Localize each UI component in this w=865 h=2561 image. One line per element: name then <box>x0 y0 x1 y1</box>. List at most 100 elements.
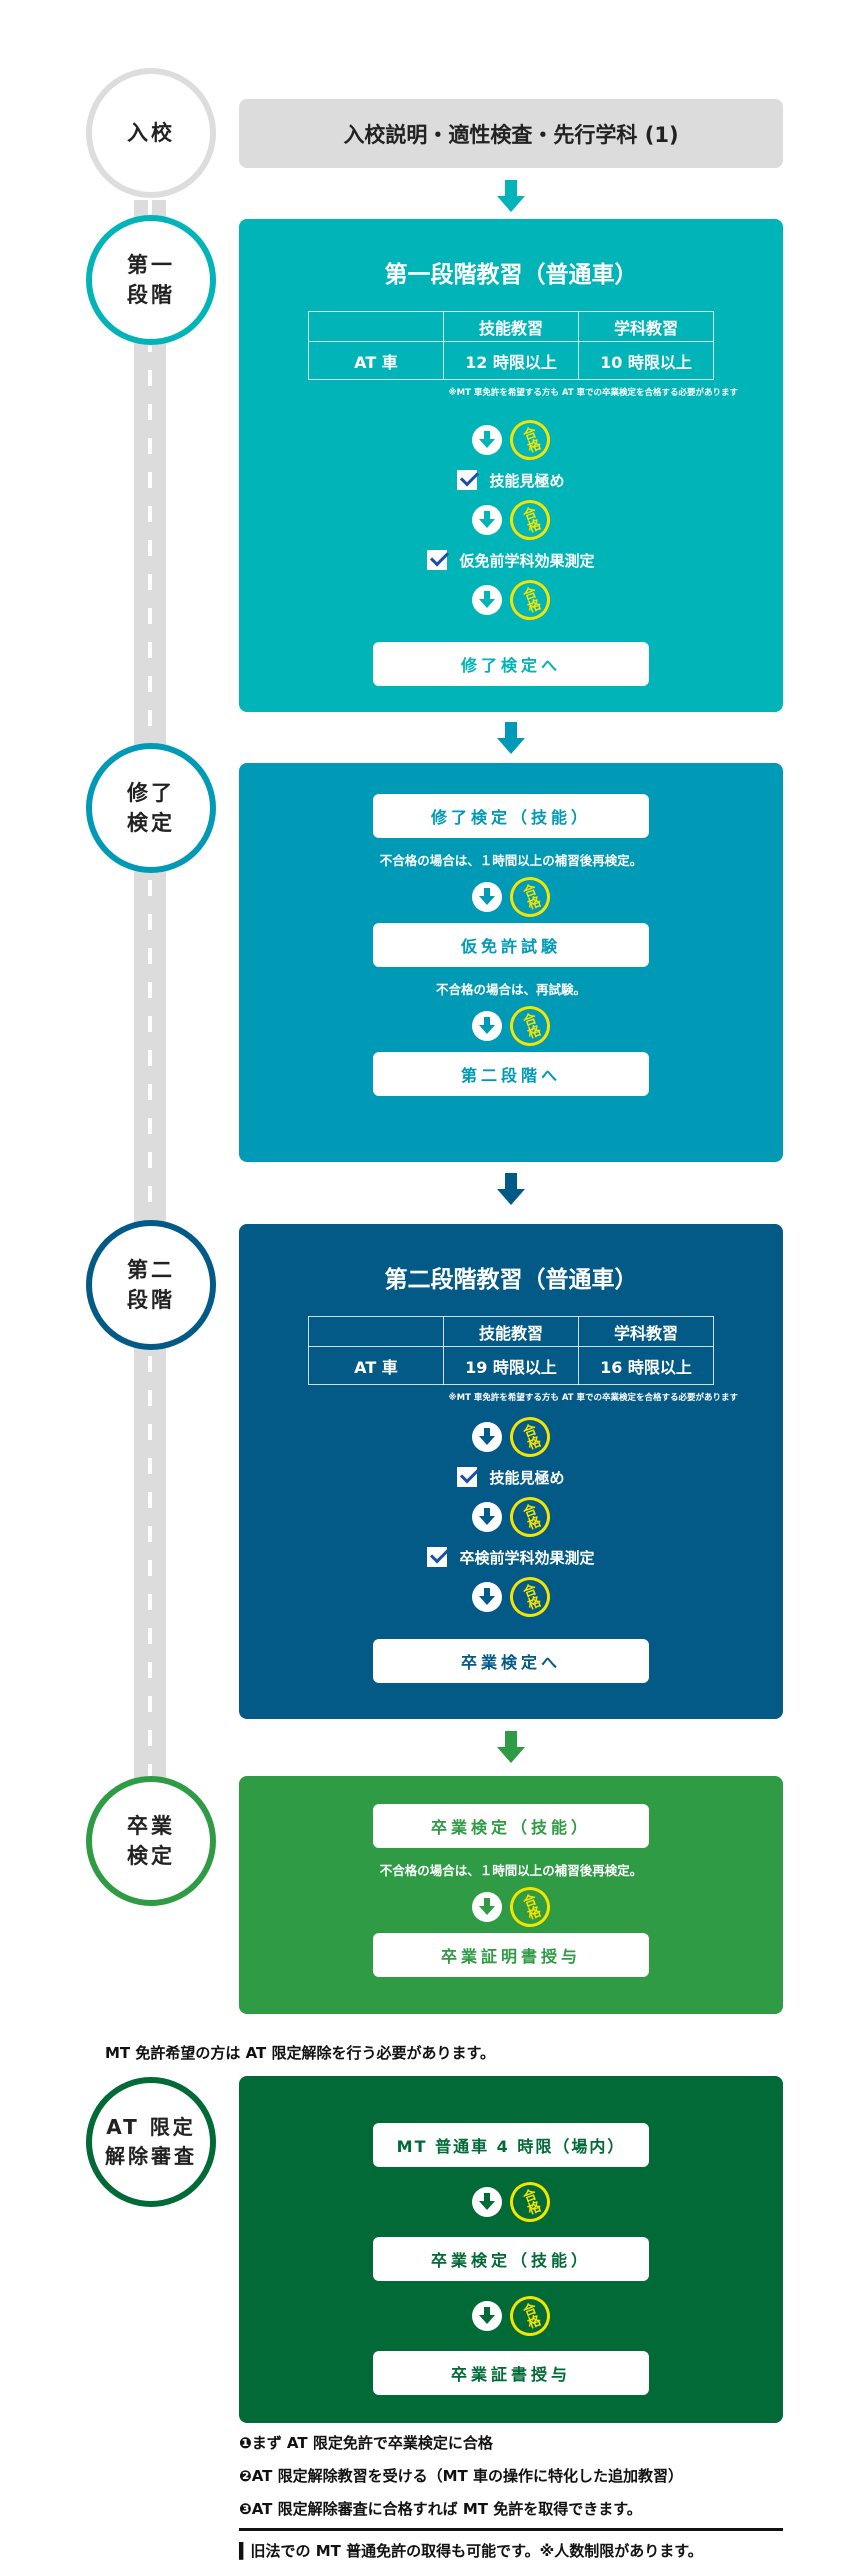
pass-step: 合格 <box>472 1571 556 1623</box>
down-arrow-icon <box>472 505 502 535</box>
pass-stamp-icon: 合格 <box>504 1571 556 1623</box>
pass-step: 合格 <box>472 2176 556 2228</box>
pass-step: 合格 <box>472 2290 556 2342</box>
pass-step: 合格 <box>472 1411 556 1463</box>
note: ※MT 車免許を希望する方も AT 車での卒業検定を合格する必要があります <box>448 1393 738 1403</box>
fail-message: 不合格の場合は、１時間以上の補習後再検定。 <box>379 1863 643 1878</box>
pass-stamp-icon: 合格 <box>504 494 556 546</box>
table-cell: 19 時限以上 <box>443 1346 579 1385</box>
stage-circle-shuryo: 修了 検定 <box>86 743 216 873</box>
check-label: 卒検前学科効果測定 <box>459 1548 595 1567</box>
check-item: 卒検前学科効果測定 <box>427 1537 595 1577</box>
to-dai2-button[interactable]: 第二段階へ <box>373 1052 649 1096</box>
nyuko-text: 入校説明・適性検査・先行学科 (1) <box>343 122 679 147</box>
check-label: 技能見極め <box>489 471 565 490</box>
to-sotsugyo-button[interactable]: 卒業検定へ <box>373 1639 649 1683</box>
checkbox-icon <box>457 1467 478 1487</box>
nyuko-box: 入校説明・適性検査・先行学科 (1) <box>239 99 783 168</box>
down-arrow-icon <box>497 180 525 212</box>
pass-stamp-icon: 合格 <box>504 574 556 626</box>
pass-stamp-icon: 合格 <box>504 871 556 923</box>
dai2-title: 第二段階教習（普通車） <box>384 1267 638 1293</box>
shuryo-kentei-button[interactable]: 修了検定（技能） <box>373 794 649 838</box>
checkbox-icon <box>427 550 448 570</box>
stage-circle-sotsugyo: 卒業 検定 <box>86 1776 216 1906</box>
down-arrow-icon <box>472 2301 502 2331</box>
table-cell: AT 車 <box>308 341 444 380</box>
pass-stamp-icon: 合格 <box>504 414 556 466</box>
pass-stamp-icon: 合格 <box>504 2290 556 2342</box>
check-item: 仮免前学科効果測定 <box>427 540 595 580</box>
sotsugyo-kentei-button[interactable]: 卒業検定（技能） <box>373 1804 649 1848</box>
table-cell: AT 車 <box>308 1346 444 1385</box>
at-box: MT 普通車 4 時限（場内） 合格 卒業検定（技能） 合格 卒業証書授与 <box>239 2076 783 2423</box>
down-arrow-icon <box>497 1173 525 1205</box>
pass-step: 合格 <box>472 1881 556 1933</box>
stage-circle-nyuko: 入校 <box>86 68 216 198</box>
sotsugyo-box: 卒業検定（技能） 不合格の場合は、１時間以上の補習後再検定。 合格 卒業証明書授… <box>239 1776 783 2014</box>
stage-circle-dai2: 第二 段階 <box>86 1220 216 1350</box>
check-label: 仮免前学科効果測定 <box>459 551 595 570</box>
divider <box>239 2528 783 2531</box>
stage-circle-at: AT 限定 解除審査 <box>86 2077 216 2207</box>
table-header: 学科教習 <box>578 1316 714 1347</box>
pass-stamp-icon: 合格 <box>504 1411 556 1463</box>
note: ※MT 車免許を希望する方も AT 車での卒業検定を合格する必要があります <box>448 388 738 398</box>
at-certificate-button[interactable]: 卒業証書授与 <box>373 2351 649 2395</box>
fail-message: 不合格の場合は、１時間以上の補習後再検定。 <box>379 853 643 868</box>
checkbox-icon <box>457 470 478 490</box>
to-shuryo-button[interactable]: 修了検定へ <box>373 642 649 686</box>
pass-stamp-icon: 合格 <box>504 1491 556 1543</box>
shuryo-box: 修了検定（技能） 不合格の場合は、１時間以上の補習後再検定。 合格 仮免許試験 … <box>239 763 783 1162</box>
mt-lesson-button[interactable]: MT 普通車 4 時限（場内） <box>373 2123 649 2167</box>
footer-note: ▍旧法での MT 普通免許の取得も可能です。※人数制限があります。 <box>239 2542 703 2560</box>
pass-step: 合格 <box>472 494 556 546</box>
table-header: 技能教習 <box>443 311 579 342</box>
mt-notice: MT 免許希望の方は AT 限定解除を行う必要があります。 <box>105 2044 496 2062</box>
table-header: 学科教習 <box>578 311 714 342</box>
down-arrow-icon <box>472 1011 502 1041</box>
down-arrow-icon <box>497 722 525 754</box>
table-cell: 16 時限以上 <box>578 1346 714 1385</box>
fail-message: 不合格の場合は、再試験。 <box>435 982 586 997</box>
down-arrow-icon <box>472 585 502 615</box>
down-arrow-icon <box>472 1502 502 1532</box>
check-item: 技能見極め <box>457 460 565 500</box>
down-arrow-icon <box>472 425 502 455</box>
pass-step: 合格 <box>472 414 556 466</box>
note-3: ❸AT 限定解除審査に合格すれば MT 免許を取得できます。 <box>239 2500 642 2518</box>
note-2: ❷AT 限定解除教習を受ける（MT 車の操作に特化した追加教習） <box>239 2467 683 2485</box>
check-item: 技能見極め <box>457 1457 565 1497</box>
table-cell: 10 時限以上 <box>578 341 714 380</box>
sotsugyo-certificate-button[interactable]: 卒業証明書授与 <box>373 1933 649 1977</box>
dai1-title: 第一段階教習（普通車） <box>384 262 638 288</box>
pass-stamp-icon: 合格 <box>504 2176 556 2228</box>
down-arrow-icon <box>472 1582 502 1612</box>
pass-step: 合格 <box>472 1000 556 1052</box>
stage-circle-dai1: 第一 段階 <box>86 215 216 345</box>
pass-step: 合格 <box>472 574 556 626</box>
down-arrow-icon <box>472 1892 502 1922</box>
table-cell: 12 時限以上 <box>443 341 579 380</box>
table-header <box>308 1316 444 1347</box>
pass-step: 合格 <box>472 871 556 923</box>
checkbox-icon <box>427 1547 448 1567</box>
down-arrow-icon <box>472 2187 502 2217</box>
down-arrow-icon <box>472 1422 502 1452</box>
table-header: 技能教習 <box>443 1316 579 1347</box>
karimen-button[interactable]: 仮免許試験 <box>373 923 649 967</box>
note-1: ❶まず AT 限定免許で卒業検定に合格 <box>239 2434 493 2452</box>
pass-stamp-icon: 合格 <box>504 1881 556 1933</box>
table-header <box>308 311 444 342</box>
pass-step: 合格 <box>472 1491 556 1543</box>
at-kentei-button[interactable]: 卒業検定（技能） <box>373 2237 649 2281</box>
road-timeline <box>134 200 166 1840</box>
down-arrow-icon <box>497 1731 525 1763</box>
check-label: 技能見極め <box>489 1468 565 1487</box>
down-arrow-icon <box>472 882 502 912</box>
pass-stamp-icon: 合格 <box>504 1000 556 1052</box>
